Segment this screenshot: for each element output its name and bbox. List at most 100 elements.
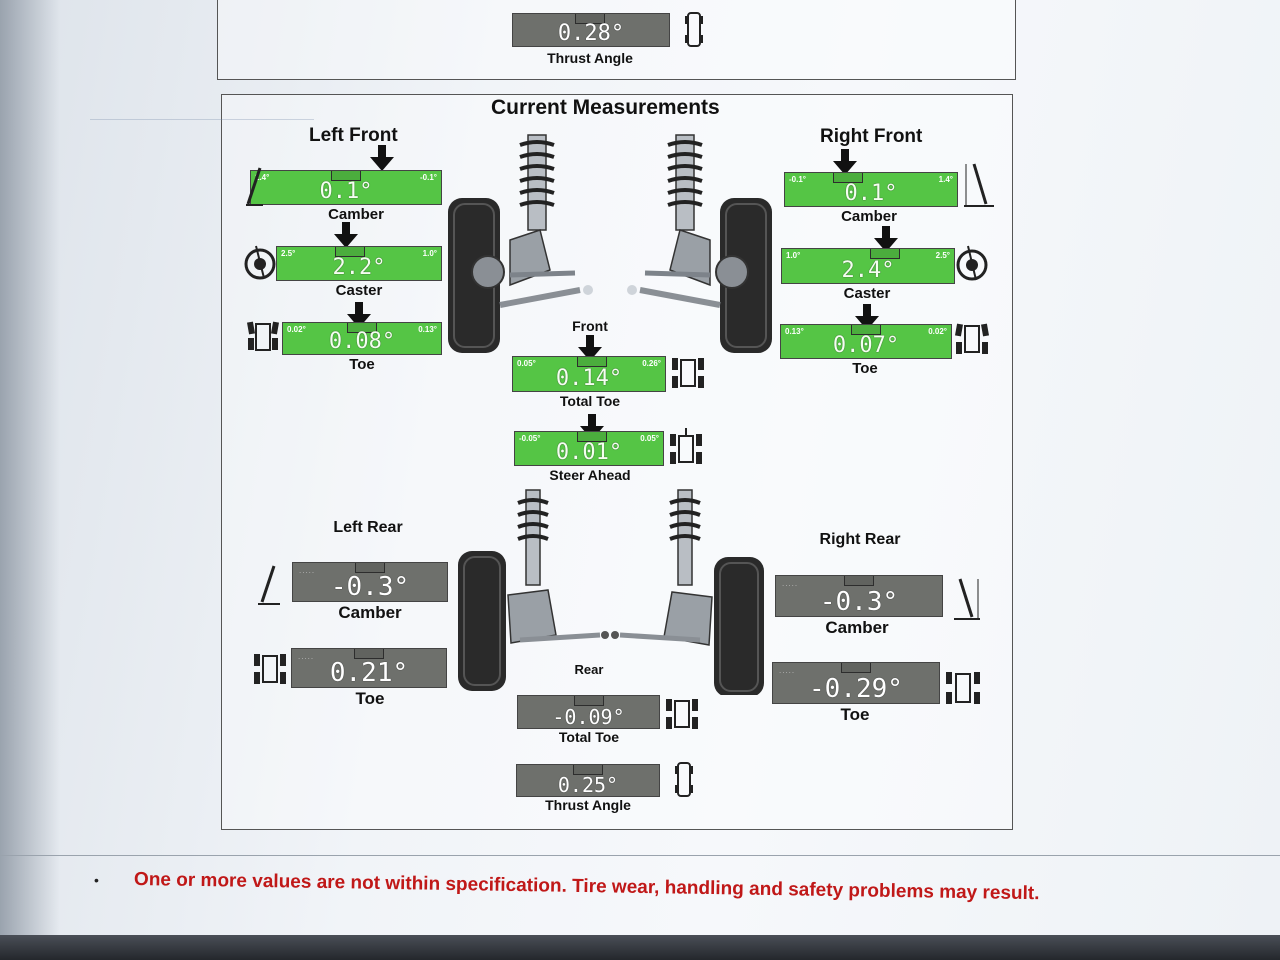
gauge-notch <box>573 765 603 775</box>
left-front-camber-label: Camber <box>328 206 384 223</box>
gauge-dots: ..... <box>779 666 796 675</box>
page-edge-shadow <box>0 935 1280 960</box>
gauge-min: -0.1° <box>789 175 806 184</box>
bleed-through-text: ———————————————— <box>90 110 314 126</box>
front-suspension-illustration <box>448 134 772 353</box>
current-measurements-title: Current Measurements <box>491 96 720 119</box>
caster-icon <box>244 245 276 280</box>
left-front-caster-gauge: 2.5° 1.0° 2.2° <box>276 246 442 281</box>
toe-icon <box>955 323 989 354</box>
gauge-value: 0.28° <box>557 21 625 46</box>
right-front-toe-label: Toe <box>852 360 878 377</box>
rear-total-toe-label: Total Toe <box>558 729 620 745</box>
footer-separator <box>0 855 1280 856</box>
steer-ahead-icon <box>670 428 702 464</box>
gauge-min: -0.05° <box>519 434 541 443</box>
gauge-max: -0.1° <box>420 173 437 182</box>
gauge-notch <box>331 171 361 181</box>
camber-icon <box>954 578 980 620</box>
rear-total-toe-gauge: -0.09° <box>517 695 660 729</box>
right-rear-camber-label: Camber <box>825 618 889 637</box>
gauge-max: 0.26° <box>642 359 661 368</box>
gauge-notch <box>844 576 874 586</box>
gauge-notch <box>841 663 871 673</box>
gauge-value: 0.14° <box>555 366 623 391</box>
gauge-min: 1.0° <box>786 251 801 260</box>
car-thrust-icon <box>675 762 693 797</box>
gauge-value: 2.2° <box>332 255 386 280</box>
left-front-camber-arrow <box>370 145 394 171</box>
gauge-dots: ..... <box>299 566 316 575</box>
right-rear-toe-label: Toe <box>840 705 870 724</box>
gauge-min: 2.5° <box>281 249 296 258</box>
right-front-caster-arrow <box>874 226 898 252</box>
gauge-max: 0.13° <box>418 325 437 334</box>
steer-ahead-gauge: -0.05° 0.05° 0.01° <box>514 431 664 466</box>
left-rear-toe-gauge: ..... 0.21° <box>291 648 447 688</box>
gauge-value: 0.25° <box>557 773 619 797</box>
gauge-value: 0.1° <box>844 181 898 206</box>
left-rear-camber-label: Camber <box>338 603 402 622</box>
toe-icon <box>946 672 980 704</box>
left-front-caster-arrow <box>334 222 358 248</box>
total-toe-icon <box>666 699 698 729</box>
page-shadow <box>0 0 60 960</box>
rear-suspension-illustration <box>458 489 764 695</box>
gauge-min: 0.02° <box>287 325 306 334</box>
right-front-caster-gauge: 1.0° 2.5° 2.4° <box>781 248 955 284</box>
toe-icon <box>247 321 279 351</box>
right-front-toe-gauge: 0.13° 0.02° 0.07° <box>780 324 952 359</box>
gauge-notch <box>347 323 377 333</box>
rear-title: Rear <box>574 662 604 677</box>
right-rear-camber-gauge: ..... -0.3° <box>775 575 943 617</box>
right-front-camber-gauge: -0.1° 1.4° 0.1° <box>784 172 958 207</box>
gauge-min: 1.4° <box>255 173 270 182</box>
right-rear-toe-gauge: ..... -0.29° <box>772 662 940 704</box>
gauge-max: 0.05° <box>640 434 659 443</box>
gauge-value: -0.29° <box>809 674 903 704</box>
left-front-toe-gauge: 0.02° 0.13° 0.08° <box>282 322 442 355</box>
gauge-min: 0.13° <box>785 327 804 336</box>
rear-thrust-angle-gauge: 0.25° <box>516 764 660 797</box>
camber-icon <box>258 565 280 605</box>
right-front-camber-label: Camber <box>841 208 897 225</box>
gauge-max: 2.5° <box>935 251 950 260</box>
left-front-toe-arrow <box>347 302 371 328</box>
gauge-value: 0.08° <box>328 329 396 354</box>
right-front-camber-arrow <box>833 149 857 175</box>
left-rear-toe-label: Toe <box>355 689 385 708</box>
front-total-toe-gauge: 0.05° 0.26° 0.14° <box>512 356 666 392</box>
right-front-toe-arrow <box>855 304 879 330</box>
gauge-notch <box>833 173 863 183</box>
toe-icon <box>254 654 286 684</box>
top-thrust-angle-gauge: 0.28° <box>512 13 670 47</box>
car-thrust-icon <box>685 12 703 47</box>
gauge-max: 0.02° <box>928 327 947 336</box>
gauge-value: 0.07° <box>832 333 900 358</box>
steer-ahead-arrow <box>580 414 604 440</box>
gauge-value: 0.01° <box>555 440 623 465</box>
top-thrust-angle-label: Thrust Angle <box>547 50 633 66</box>
gauge-value: -0.3° <box>330 572 410 602</box>
caster-icon <box>956 245 988 281</box>
left-front-title: Left Front <box>309 125 398 146</box>
front-total-toe-label: Total Toe <box>559 393 621 409</box>
gauge-value: 2.4° <box>841 258 895 283</box>
gauge-notch <box>851 325 881 335</box>
right-rear-title: Right Rear <box>819 531 901 548</box>
camber-icon <box>246 167 263 206</box>
gauge-dots: ..... <box>782 579 799 588</box>
gauge-notch <box>575 14 605 24</box>
gauge-notch <box>354 649 384 659</box>
gauge-max: 1.4° <box>938 175 953 184</box>
front-title: Front <box>572 318 608 334</box>
left-front-toe-label: Toe <box>349 356 375 373</box>
left-rear-camber-gauge: ..... -0.3° <box>292 562 448 602</box>
total-toe-icon <box>672 358 704 388</box>
gauge-notch <box>577 357 607 367</box>
rear-thrust-angle-label: Thrust Angle <box>545 797 631 813</box>
gauge-notch <box>870 249 900 259</box>
gauge-notch <box>577 432 607 442</box>
gauge-notch <box>335 247 365 257</box>
